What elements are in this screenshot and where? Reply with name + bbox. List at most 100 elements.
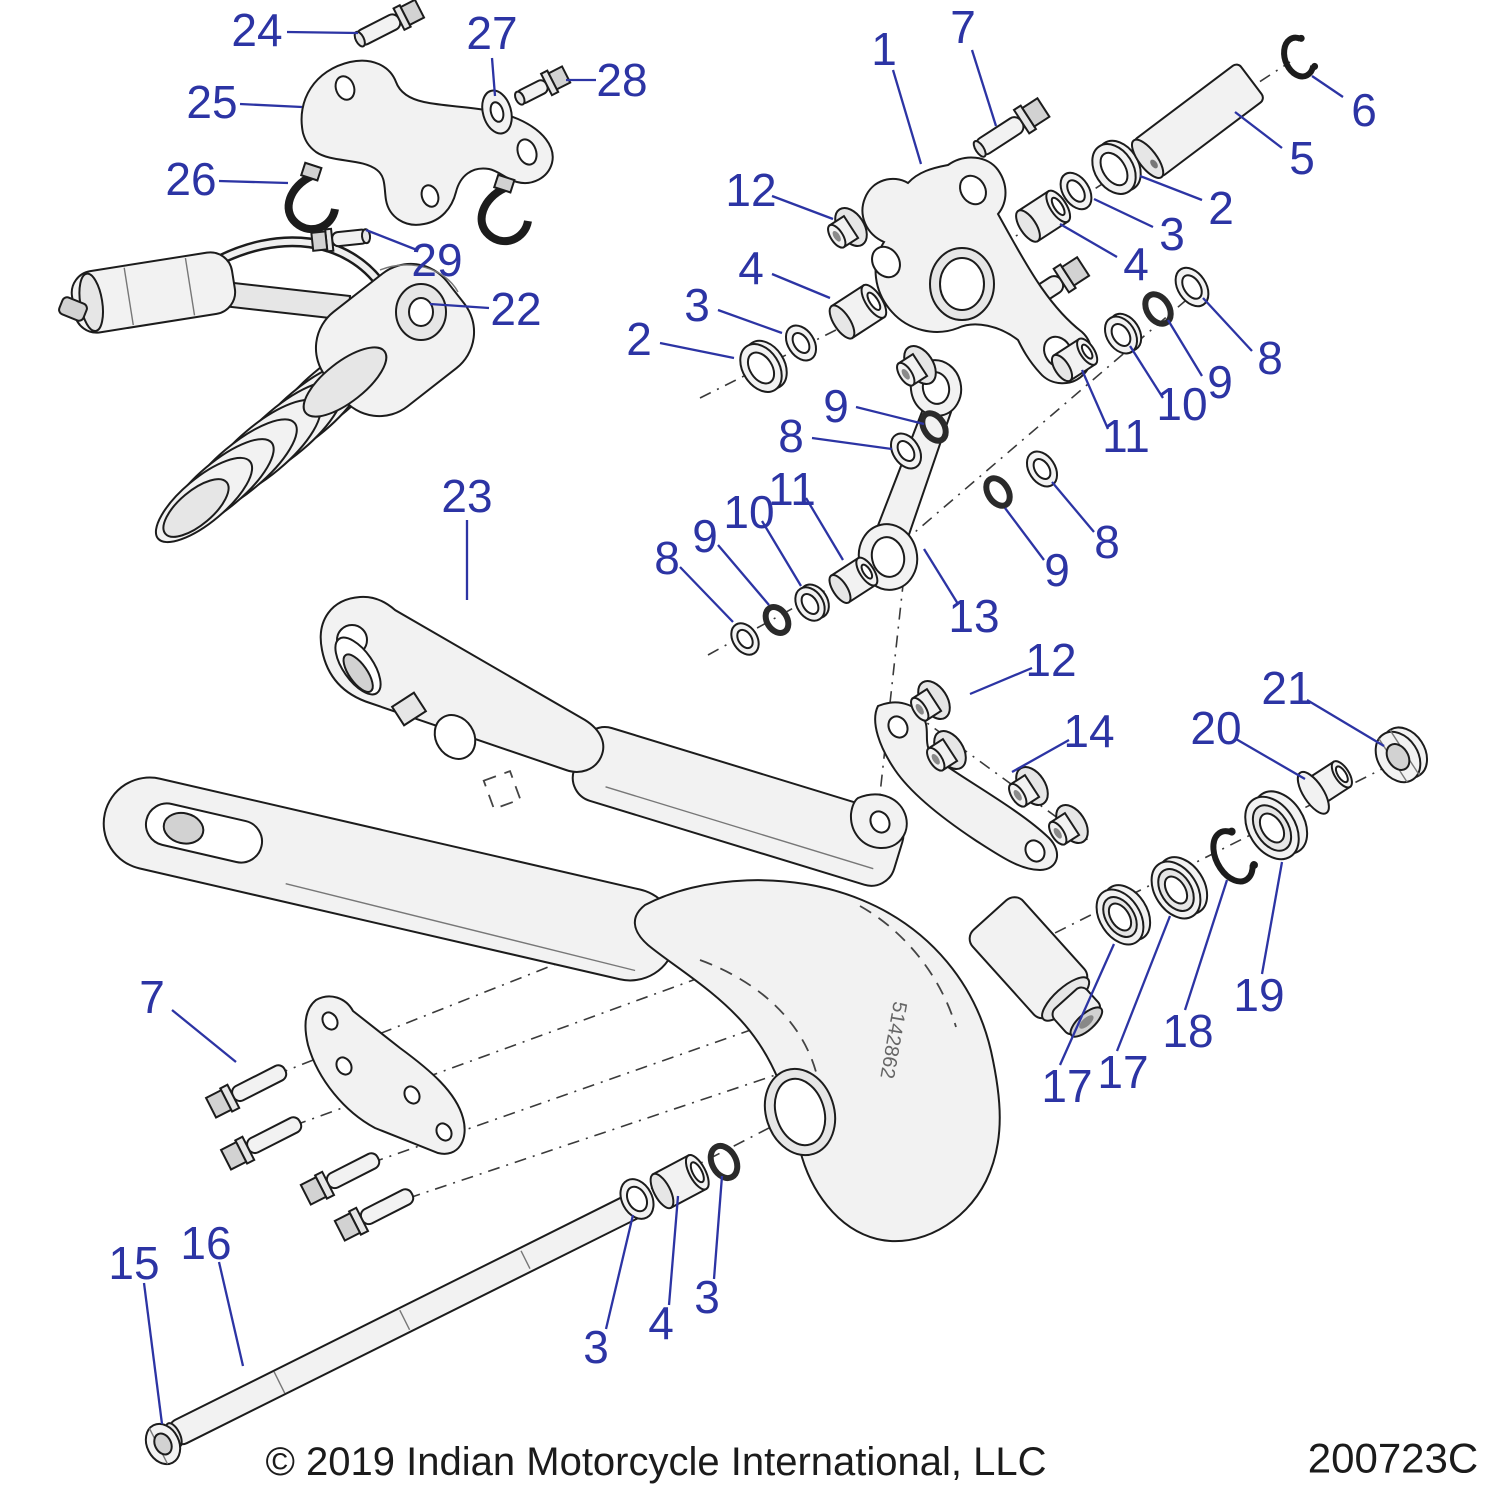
- cup-2-right: [1091, 139, 1142, 195]
- callout-leader-9-20: [1167, 319, 1203, 377]
- callout-label-8-29: 8: [1094, 516, 1120, 568]
- callout-label-24-0: 24: [231, 4, 282, 56]
- callout-label-9-20: 9: [1207, 356, 1233, 408]
- callout-leader-3-45: [712, 1175, 724, 1280]
- callout-label-7-40: 7: [139, 971, 165, 1023]
- callout-label-17-38: 17: [1097, 1046, 1148, 1098]
- callout-label-13-31: 13: [948, 590, 999, 642]
- callout-leader-8-29: [1051, 481, 1095, 533]
- callout-label-4-44: 4: [648, 1297, 674, 1349]
- oring-9-r2: [1142, 291, 1174, 327]
- pivot-pin-5: [1131, 63, 1264, 179]
- callout-label-3-45: 3: [694, 1271, 720, 1323]
- callout-label-4-14: 4: [1123, 238, 1149, 290]
- bushing-11-low: [828, 556, 879, 604]
- callout-leader-2-18: [659, 341, 735, 360]
- callout-leader-10-26: [761, 520, 802, 587]
- callout-leader-4-14: [1059, 223, 1118, 258]
- callout-label-15-42: 15: [108, 1237, 159, 1289]
- nut-21: [1374, 726, 1429, 784]
- callout-label-9-30: 9: [1044, 544, 1070, 596]
- callout-label-14-33: 14: [1063, 705, 1114, 757]
- callout-label-29-5: 29: [411, 234, 462, 286]
- swingarm-left-arm: [102, 776, 678, 982]
- callout-leader-3-43: [604, 1214, 635, 1330]
- shock-body: [302, 262, 476, 418]
- callout-leader-12-32: [969, 666, 1033, 696]
- callout-leader-19-36: [1260, 861, 1284, 975]
- bolt-7-top: [972, 96, 1051, 158]
- swingarm-plate: [319, 595, 605, 811]
- cable-clamp-left: [284, 161, 339, 234]
- washer-8-low: [730, 622, 760, 656]
- bearing-17-left: [1095, 884, 1152, 946]
- lower-bracket: [304, 995, 466, 1155]
- washer-8-mid: [889, 432, 923, 470]
- callout-leader-6-10: [1311, 75, 1344, 98]
- pivot-axle-16: [164, 1192, 646, 1449]
- bolt-29: [310, 227, 372, 253]
- callout-label-27-1: 27: [466, 7, 517, 59]
- callout-label-9-27: 9: [692, 510, 718, 562]
- callout-leader-13-31: [923, 548, 959, 605]
- callout-leader-3-13: [1093, 197, 1154, 229]
- callout-label-8-19: 8: [1257, 332, 1283, 384]
- callout-label-3-13: 3: [1159, 208, 1185, 260]
- cable-clamp-right: [477, 173, 532, 246]
- bushing-4-bottom: [649, 1154, 710, 1210]
- callout-label-25-3: 25: [186, 76, 237, 128]
- callout-leader-17-38: [1115, 915, 1172, 1052]
- cup-10-r2: [1103, 312, 1143, 355]
- shock-reservoir: [70, 251, 237, 334]
- callout-label-4-16: 4: [738, 242, 764, 294]
- oring-9-mid: [919, 410, 949, 444]
- callout-label-11-25: 11: [768, 463, 816, 515]
- seal-3-bottom: [707, 1142, 741, 1182]
- callout-leader-1-8: [891, 69, 923, 165]
- callout-label-6-10: 6: [1351, 84, 1377, 136]
- seal-3-left: [784, 324, 818, 362]
- flange-nuts: [827, 207, 1089, 846]
- callout-leader-3-17: [717, 308, 783, 335]
- diagram-number: 200723C: [1308, 1435, 1478, 1482]
- callout-leader-21-34: [1306, 699, 1385, 747]
- callout-label-22-6: 22: [490, 283, 541, 335]
- callout-leader-17-39: [1058, 943, 1116, 1066]
- callout-label-11-22: 11: [1102, 410, 1150, 462]
- bolt-24: [353, 0, 426, 48]
- callout-label-12-15: 12: [725, 164, 776, 216]
- callout-leader-5-11: [1234, 111, 1283, 149]
- callout-label-1-8: 1: [871, 23, 897, 75]
- callout-leader-11-25: [805, 497, 844, 561]
- cup-10-low: [794, 583, 830, 622]
- callout-leader-20-35: [1235, 738, 1306, 780]
- callout-leader-9-27: [717, 544, 770, 606]
- callout-label-18-37: 18: [1162, 1005, 1213, 1057]
- callout-label-8-28: 8: [654, 532, 680, 584]
- bolt-7-cluster: [204, 1064, 415, 1242]
- bushing-4-left: [828, 283, 888, 340]
- nut-15: [144, 1422, 182, 1466]
- washer-8-r2: [1174, 266, 1210, 308]
- callout-label-3-17: 3: [684, 279, 710, 331]
- callout-leader-22-6: [429, 302, 490, 310]
- callout-label-2-12: 2: [1208, 182, 1234, 234]
- swingarm: 5142862: [102, 726, 1104, 1243]
- callout-label-12-32: 12: [1025, 634, 1076, 686]
- callout-leader-27-1: [490, 57, 497, 97]
- callout-label-26-4: 26: [165, 153, 216, 205]
- callout-label-19-36: 19: [1233, 969, 1284, 1021]
- callout-leader-8-24: [811, 436, 893, 451]
- callout-label-10-21: 10: [1156, 378, 1207, 430]
- callout-label-23-7: 23: [441, 470, 492, 522]
- axle-spindle: [968, 896, 1104, 1038]
- callout-label-20-35: 20: [1190, 702, 1241, 754]
- callout-label-21-34: 21: [1261, 662, 1312, 714]
- oring-9-low: [762, 604, 792, 636]
- circlip-6: [1281, 34, 1319, 80]
- callout-leader-25-3: [239, 102, 303, 109]
- callout-leader-29-5: [365, 228, 418, 252]
- callout-label-10-26: 10: [723, 486, 774, 538]
